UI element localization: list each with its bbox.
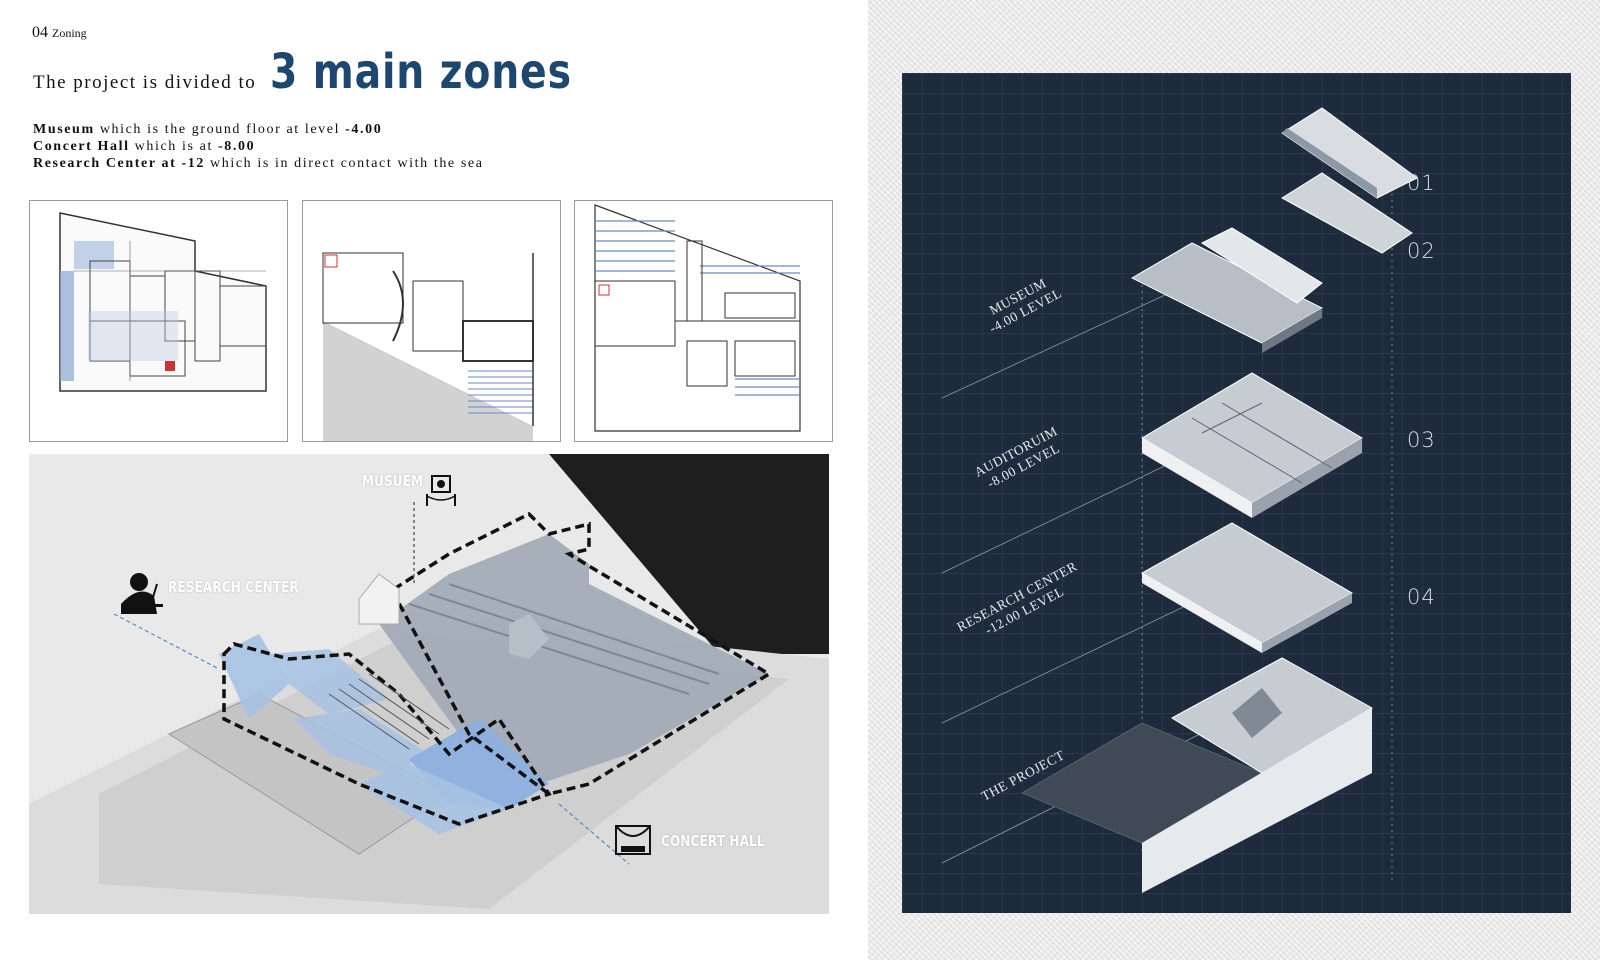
headline-big: 3 main zones [270,44,573,100]
section-title: Zoning [52,26,87,40]
section-heading: 04 Zoning [32,24,87,42]
museum-tag: MUSUEM [362,472,424,490]
zone-name: Research Center at -12 [33,156,205,171]
zone-name: Concert Hall [33,139,130,154]
floor-plan-auditorium [302,200,561,442]
zone-desc: which is the ground floor at level [94,122,346,137]
museum-icon [426,475,456,506]
research-icon [121,573,163,614]
level-number-02: 02 [1407,239,1436,263]
level-number-04: 04 [1407,585,1436,609]
zone-name: Museum [33,122,95,137]
zone-value: -4.00 [345,122,383,137]
zone-desc: which is at [129,139,219,154]
exploded-axonometric: 01 02 03 04 MUSEUM -4.00 LEVEL AUDITORUI… [902,73,1571,913]
level-number-01: 01 [1407,171,1436,195]
concert-icon [615,825,651,855]
floor-plan-museum [29,200,288,442]
zone-line-museum: Museum which is the ground floor at leve… [33,121,484,138]
research-tag: RESEARCH CENTER [168,578,299,596]
headline-lead: The project is divided to [33,72,257,93]
floor-plan-research [574,200,833,442]
level-number-03: 03 [1407,428,1436,452]
section-number: 04 [32,24,48,41]
zone-list: Museum which is the ground floor at leve… [33,121,484,172]
zone-line-concert-hall: Concert Hall which is at -8.00 [33,138,484,155]
concert-tag: CONCERT HALL [661,832,765,850]
zone-value: -8.00 [218,139,256,154]
zone-desc: which is in direct contact with the sea [204,156,484,171]
site-render: MUSUEM RESEARCH CENTER CONCERT HALL [29,454,829,914]
headline: The project is divided to 3 main zones [33,44,638,104]
zone-line-research-center: Research Center at -12 which is in direc… [33,155,484,172]
